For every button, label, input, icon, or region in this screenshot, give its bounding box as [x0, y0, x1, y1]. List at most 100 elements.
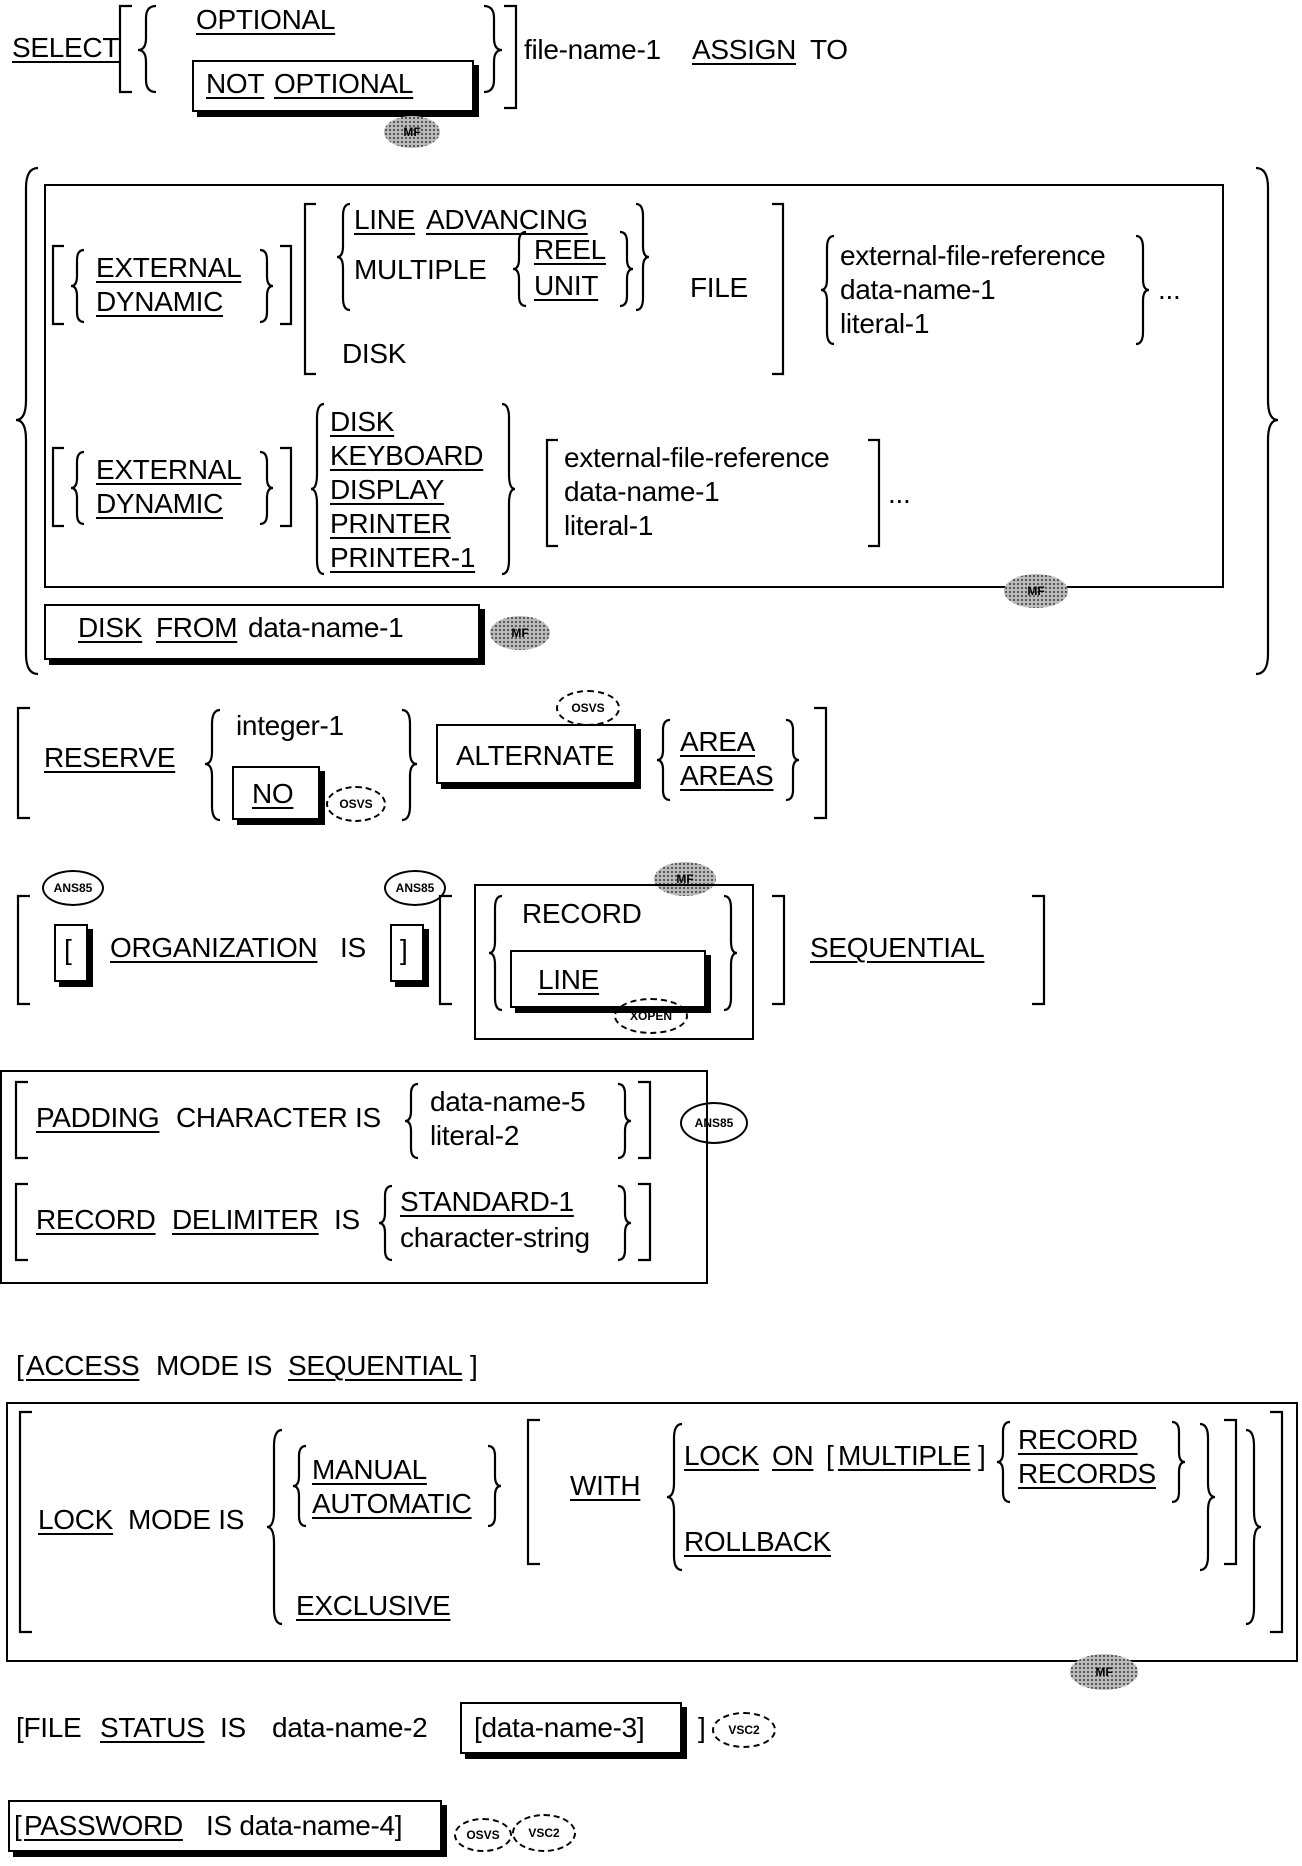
to-keyword: TO	[810, 34, 848, 65]
password-open-bracket: [	[14, 1810, 22, 1841]
reel-keyword: REEL	[534, 234, 606, 265]
org-close-bracket-text: ]	[400, 934, 408, 965]
status-keyword: STATUS	[100, 1712, 205, 1743]
disk-from-mf-badge: MF	[490, 616, 550, 650]
data-name-2-text: data-name-2	[272, 1712, 428, 1743]
row2-ref-bracket-right	[868, 438, 881, 548]
reserve-brace-left	[204, 708, 221, 822]
password-osvs-badge: OSVS	[454, 1818, 512, 1852]
reserve-bracket-right	[814, 706, 828, 820]
padding-ans85-badge: ANS85	[680, 1102, 748, 1144]
device-keyboard: KEYBOARD	[330, 440, 484, 471]
data-name-3-box	[460, 1702, 682, 1754]
password-box	[8, 1800, 442, 1852]
manual-keyword: MANUAL	[312, 1454, 427, 1485]
reserve-bracket-left	[16, 706, 30, 820]
with-keyword: WITH	[570, 1470, 641, 1501]
disk-from-box	[44, 604, 480, 660]
lock-keyword: LOCK	[38, 1504, 114, 1535]
data-name-5-text: data-name-5	[430, 1086, 586, 1117]
alternate-keyword: ALTERNATE	[456, 740, 615, 771]
padding-delimiter-box	[0, 1070, 708, 1284]
row1-ref-brace-left	[820, 234, 835, 346]
row1-literal-text: literal-1	[840, 308, 930, 339]
no-osvs-badge: OSVS	[326, 786, 386, 822]
rollback-keyword: ROLLBACK	[684, 1526, 831, 1557]
device-printer: PRINTER	[330, 508, 451, 539]
file-status-is-keyword: IS	[220, 1712, 246, 1743]
row1-line-brace-right	[635, 202, 650, 312]
records-brace-left	[996, 1420, 1011, 1504]
row1-data-name-text: data-name-1	[840, 274, 996, 305]
standard-1-keyword: STANDARD-1	[400, 1186, 574, 1217]
row1-external-keyword: EXTERNAL	[96, 252, 242, 283]
access-open-bracket: [	[16, 1350, 24, 1381]
row2-dynamic-keyword: DYNAMIC	[96, 488, 224, 519]
delimiter-bracket-right	[638, 1182, 652, 1262]
row1-ellipsis: ...	[1158, 274, 1181, 305]
exclusive-keyword: EXCLUSIVE	[296, 1590, 451, 1621]
device-brace-left	[310, 402, 325, 576]
row1-line-brace-left	[336, 202, 351, 312]
lock-brace-right	[1245, 1428, 1262, 1626]
access-sequential-keyword: SEQUENTIAL	[288, 1350, 463, 1381]
record-brace-right	[723, 894, 738, 1012]
device-brace-right	[501, 402, 516, 576]
areas-keyword: AREAS	[680, 760, 774, 791]
character-is-keyword: CHARACTER IS	[176, 1102, 381, 1133]
file-keyword: FILE	[690, 272, 748, 303]
org-open-bracket-text: [	[64, 934, 72, 965]
multiple-open-bracket: [	[826, 1440, 834, 1471]
device-box-mf-badge: MF	[1004, 574, 1068, 608]
records-keyword: RECORDS	[1018, 1458, 1156, 1489]
multiple-lock-keyword: MULTIPLE	[838, 1440, 971, 1471]
device-disk: DISK	[330, 406, 395, 437]
reserve-keyword: RESERVE	[44, 742, 176, 773]
lock-mode-mf-badge: MF	[1070, 1654, 1138, 1690]
file-status-vsc2-badge: VSC2	[712, 1712, 776, 1748]
record-brace-left	[488, 894, 503, 1012]
brace-left	[137, 4, 157, 94]
brace-right	[483, 4, 503, 94]
row2-bracket-left	[51, 446, 64, 528]
file-status-close-bracket: ]	[698, 1712, 706, 1743]
advancing-keyword: ADVANCING	[426, 204, 588, 235]
org-open-box	[54, 924, 88, 982]
org-bracket-right	[1032, 894, 1046, 1006]
row1-options-bracket-left	[303, 202, 316, 376]
row2-ref-bracket-left	[545, 438, 558, 548]
row1-ref-brace-right	[1135, 234, 1150, 346]
line-org-keyword: LINE	[538, 964, 600, 995]
big-brace-left	[15, 166, 39, 676]
manual-brace-right	[487, 1444, 502, 1528]
row1-bracket-right	[280, 244, 293, 326]
padding-brace-left	[404, 1082, 419, 1160]
row2-brace-left	[70, 450, 85, 526]
device-display: DISPLAY	[330, 474, 445, 505]
not-keyword: NOT	[206, 68, 265, 99]
area-brace-right	[785, 718, 800, 802]
file-open-keyword: [FILE	[16, 1712, 82, 1743]
optional2-keyword: OPTIONAL	[274, 68, 414, 99]
row2-brace-right	[259, 450, 274, 526]
alternate-box	[436, 724, 636, 784]
bracket-left	[118, 4, 132, 94]
multiple-close-bracket: ]	[978, 1440, 986, 1471]
with-bracket-left	[526, 1418, 540, 1566]
padding-brace-right	[617, 1082, 632, 1160]
padding-keyword: PADDING	[36, 1102, 160, 1133]
record-keyword: RECORD	[522, 898, 642, 929]
row1-options-bracket-right	[772, 202, 785, 376]
row2-ellipsis: ...	[888, 478, 911, 509]
lock-bracket-right	[1270, 1410, 1284, 1634]
row1-dynamic-keyword: DYNAMIC	[96, 286, 224, 317]
assign-keyword: ASSIGN	[692, 34, 797, 65]
bracket-right	[504, 4, 518, 110]
device-box	[44, 184, 1224, 588]
delimiter-brace-left	[378, 1184, 393, 1262]
multiple-keyword: MULTIPLE	[354, 254, 487, 285]
file-name-1-text: file-name-1	[524, 34, 661, 65]
literal-2-text: literal-2	[430, 1120, 520, 1151]
padding-bracket-right	[638, 1080, 652, 1160]
line-box	[510, 950, 706, 1008]
